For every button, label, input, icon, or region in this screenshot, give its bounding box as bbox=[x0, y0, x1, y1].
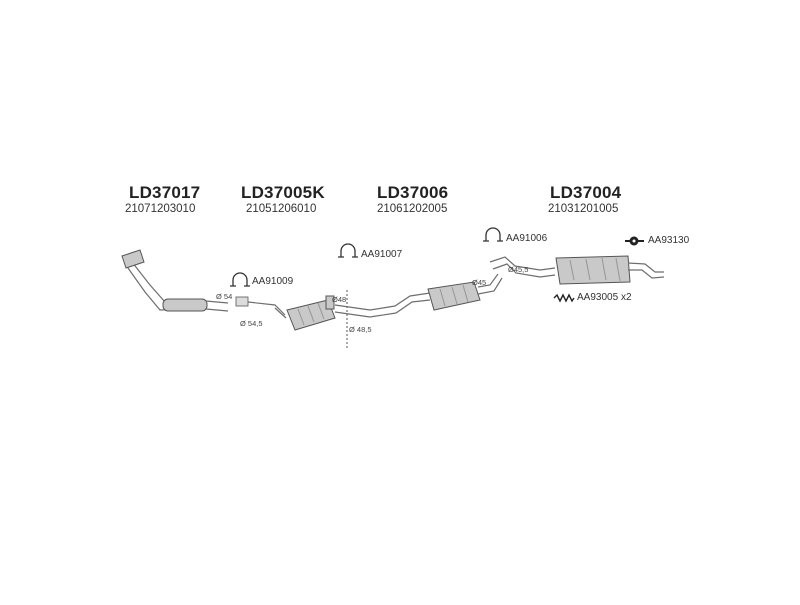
part-code: LD37005K bbox=[241, 183, 325, 202]
connector-pipe bbox=[235, 296, 286, 316]
diameter-label: Ø45 bbox=[472, 278, 487, 287]
diameter-label: Ø45,5 bbox=[508, 265, 529, 274]
clamp-aa91006 bbox=[483, 227, 503, 242]
diameter-label: Ø 48,5 bbox=[349, 325, 372, 334]
part-number: 21071203010 bbox=[125, 203, 196, 215]
diameter-label: Ø 54,5 bbox=[240, 319, 263, 328]
part-code: LD37006 bbox=[377, 183, 449, 202]
rear-silencer-ld37004 bbox=[489, 255, 665, 285]
part-number: 21061202005 bbox=[377, 203, 448, 215]
rubber-mount-aa93130 bbox=[625, 236, 644, 246]
spring-aa93005 bbox=[553, 293, 575, 303]
clamp-label: AA91007 bbox=[361, 249, 403, 260]
catalyst-ld37005k bbox=[274, 295, 336, 331]
front-pipe-section bbox=[162, 298, 208, 312]
diameter-label: Ø48 bbox=[332, 295, 347, 304]
clamp-aa91009 bbox=[230, 272, 250, 287]
clamp-aa91007 bbox=[338, 243, 358, 258]
diameter-label: Ø 54 bbox=[216, 292, 233, 301]
spring-icon bbox=[553, 293, 575, 303]
clamp-label: AA91006 bbox=[506, 233, 548, 244]
rear-silencer-body bbox=[555, 255, 631, 285]
part-code: LD37004 bbox=[550, 183, 622, 202]
middle-muffler-body bbox=[427, 281, 481, 311]
clamp-label: AA91009 bbox=[252, 276, 294, 287]
connector-sleeve bbox=[235, 296, 249, 307]
part-number: 21051206010 bbox=[246, 203, 317, 215]
rubber-mount-label: AA93130 bbox=[648, 235, 690, 246]
part-code: LD37017 bbox=[129, 183, 201, 202]
front-pipe-flange bbox=[121, 249, 145, 269]
spring-part-number: AA93005 bbox=[577, 292, 619, 303]
middle-section-ld37006 bbox=[334, 273, 503, 318]
spring-quantity: x2 bbox=[620, 292, 632, 303]
catalyst-outlet bbox=[325, 295, 335, 310]
front-pipe-ld37017 bbox=[121, 249, 229, 312]
spring-label: AA93005 x2 bbox=[577, 292, 632, 303]
part-number: 21031201005 bbox=[548, 203, 619, 215]
